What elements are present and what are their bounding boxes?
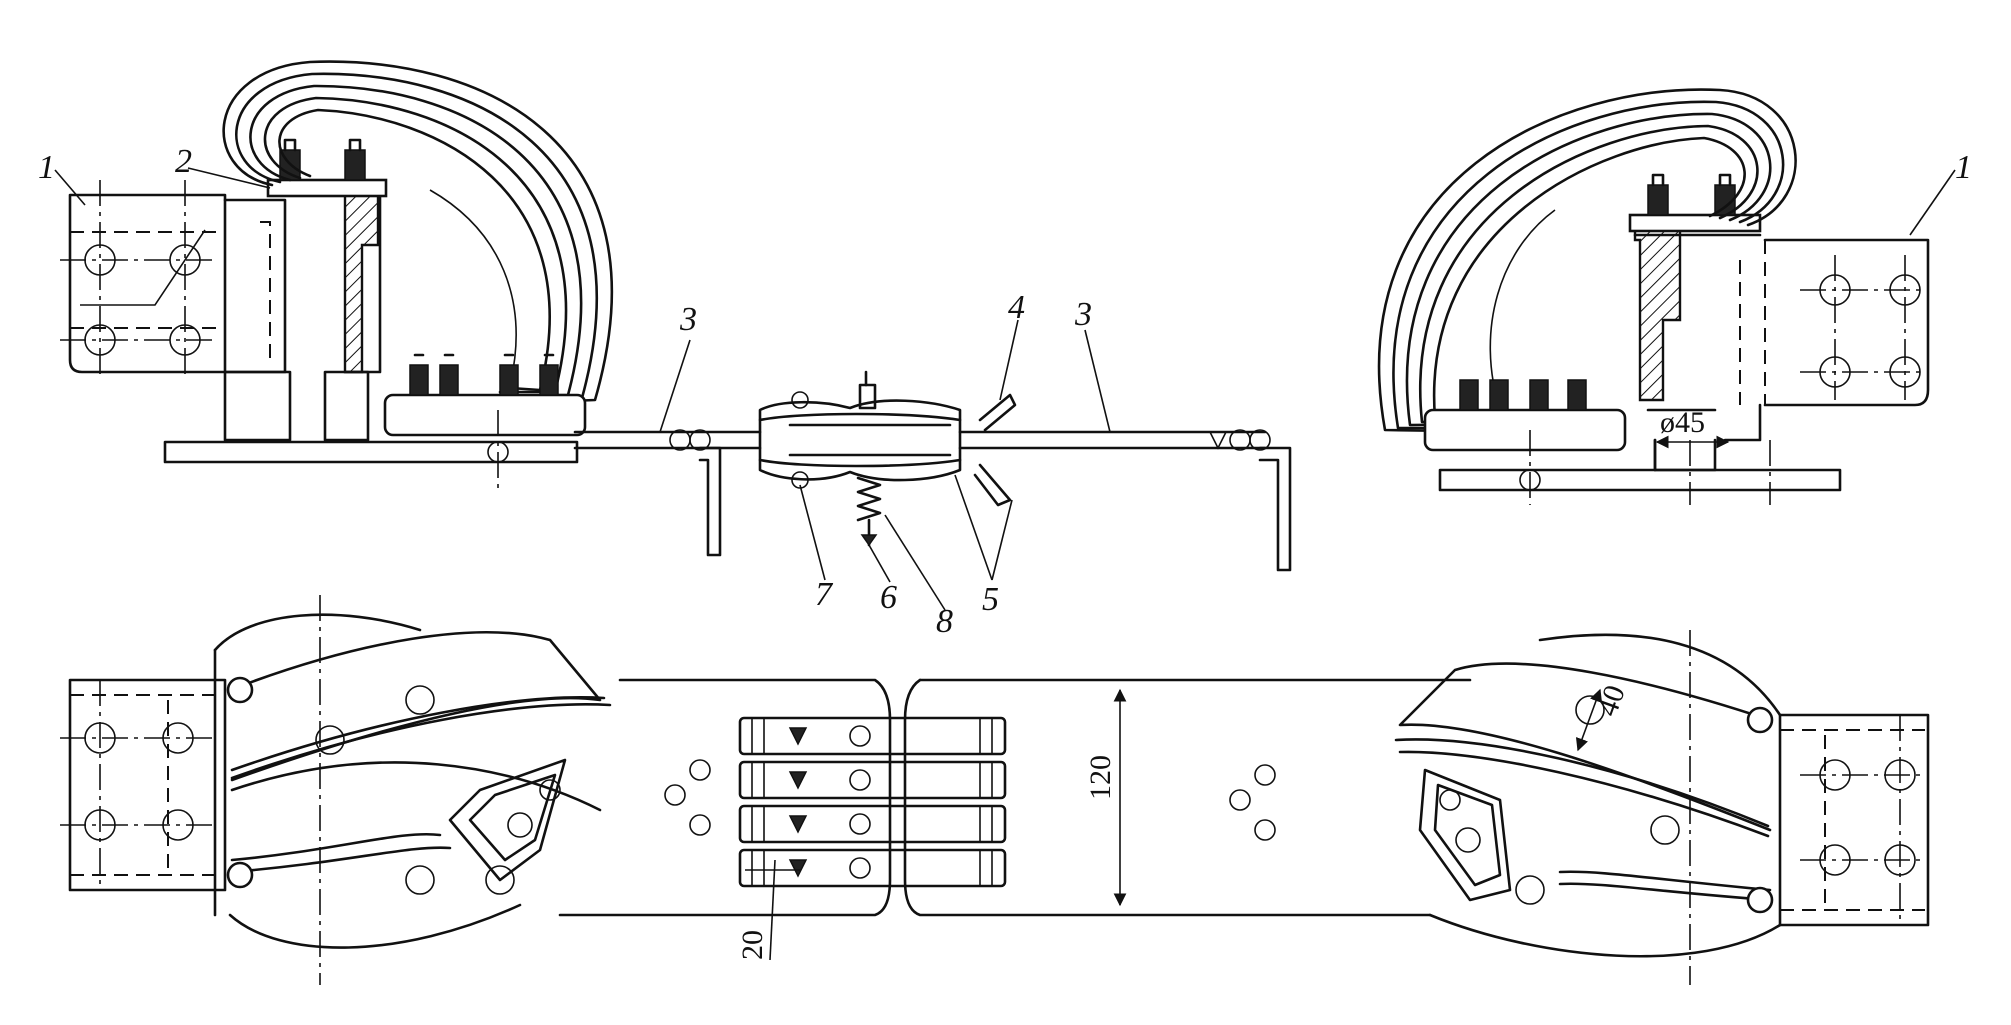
right-flexible-shunt	[1377, 88, 1797, 434]
label-1-left: 1	[38, 149, 55, 186]
left-bottom-clamp	[383, 353, 587, 437]
label-3-left: 3	[679, 301, 697, 338]
left-base-bar	[163, 410, 579, 490]
label-3-right: 3	[1074, 296, 1092, 333]
plan-view	[60, 595, 1930, 985]
label-2: 2	[175, 143, 192, 180]
center-conductor	[573, 429, 1292, 572]
right-terminal-plate	[1633, 223, 1930, 472]
label-5: 5	[982, 581, 999, 618]
dimension-diameter-text: ø45	[1660, 406, 1705, 439]
dimension-120-text: 120	[1084, 755, 1117, 800]
label-4: 4	[1008, 289, 1025, 326]
label-8: 8	[936, 603, 953, 640]
left-flexible-shunt	[222, 60, 614, 407]
left-top-clamp	[266, 138, 388, 198]
right-plan-terminal	[1428, 630, 1930, 985]
leader-lines	[54, 167, 1956, 611]
label-1-right: 1	[1955, 149, 1972, 186]
label-7: 7	[815, 576, 834, 613]
center-plan-plates	[558, 678, 1472, 917]
central-contact-clamp	[758, 370, 1017, 547]
dimension-20-text: 20	[736, 930, 769, 960]
dimension-40-text: 40	[1591, 681, 1632, 720]
left-plan-shunt	[226, 631, 612, 895]
dimension-40	[1575, 688, 1603, 752]
right-top-clamp	[1628, 173, 1762, 233]
right-bottom-clamp	[1423, 379, 1627, 452]
side-view	[60, 60, 1930, 572]
label-6: 6	[880, 579, 897, 616]
dimension-20	[745, 859, 800, 961]
left-plan-terminal	[60, 595, 522, 985]
right-plan-shunt	[1394, 662, 1774, 914]
left-terminal-plate	[60, 180, 382, 442]
right-base-bar	[1438, 430, 1842, 505]
